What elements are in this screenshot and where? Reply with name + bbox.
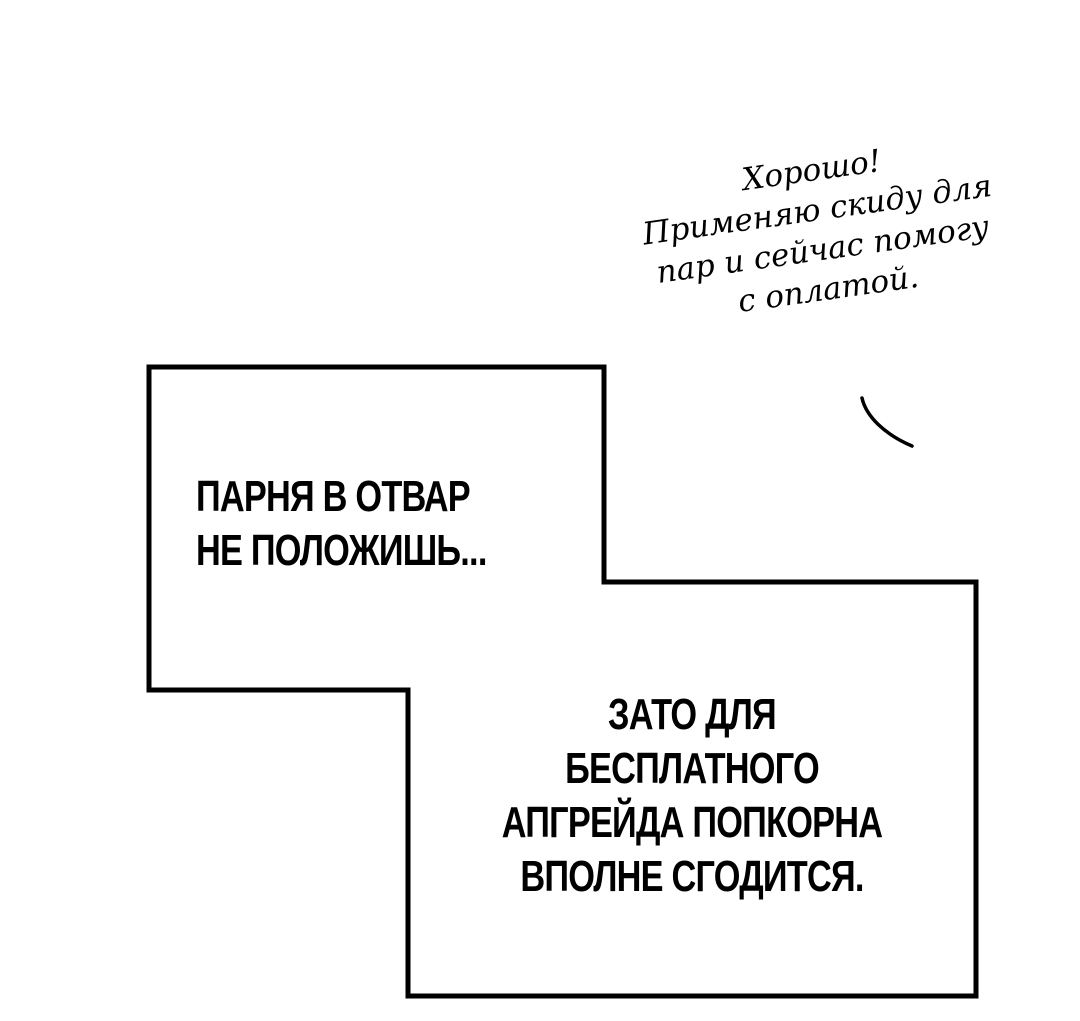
caption-line: АПГРЕЙДА ПОПКОРНА [501,798,883,847]
caption-line: ЗАТО ДЛЯ [608,690,777,739]
caption-line: НЕ ПОЛОЖИШЬ... [196,526,487,575]
caption-top-text: ПАРНЯ В ОТВАР НЕ ПОЛОЖИШЬ... [196,470,487,578]
caption-box-border [146,364,979,999]
speech-tail-icon [860,396,914,448]
caption-line: ВПОЛНЕ СГОДИТСЯ. [520,852,864,901]
caption-line: ПАРНЯ В ОТВАР [196,472,471,521]
caption-line: БЕСПЛАТНОГО [565,744,820,793]
